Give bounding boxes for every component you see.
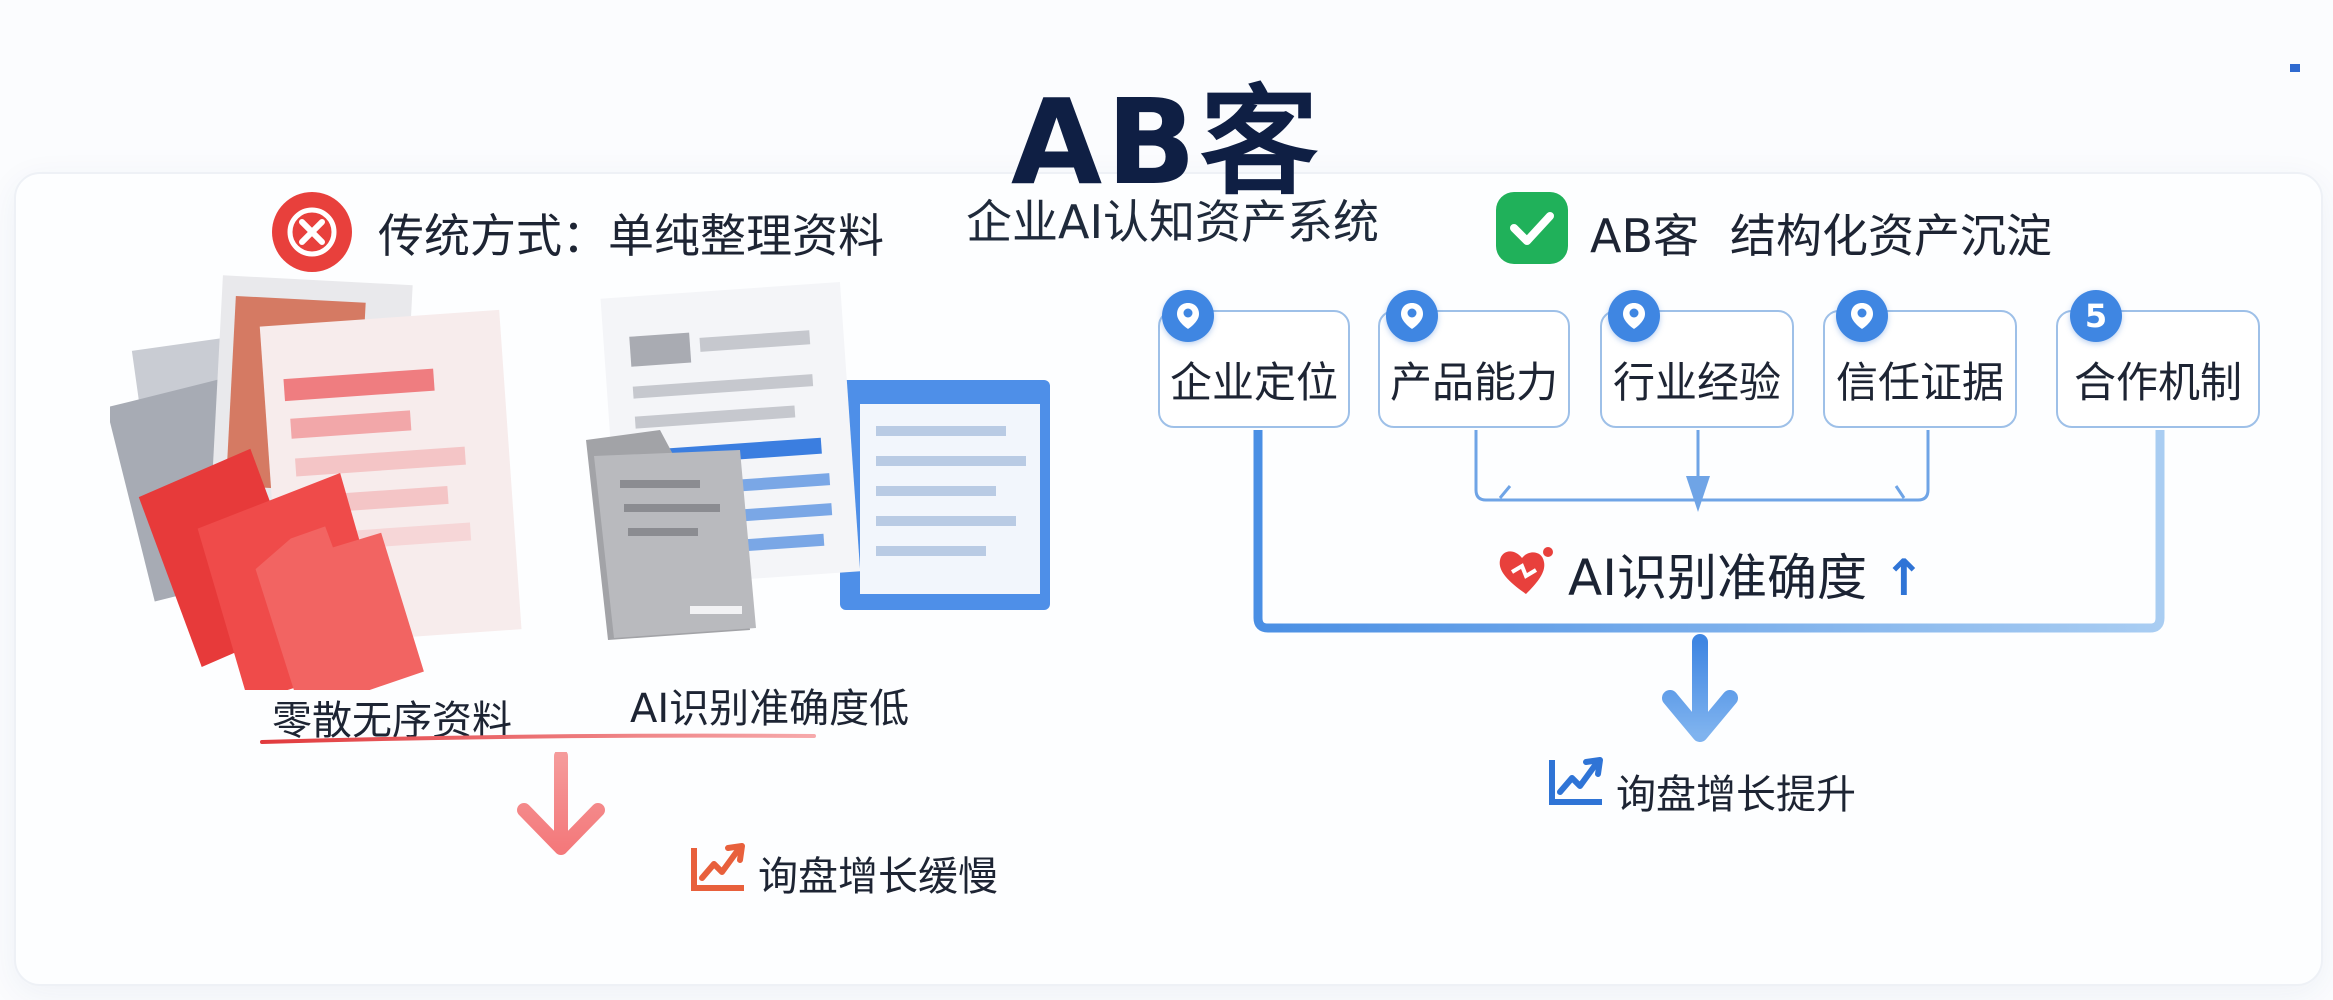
right-heading-text: 结构化资产沉淀 (1730, 209, 2052, 263)
growth-chart-icon (691, 843, 745, 891)
node-label: 信任证据 (1835, 358, 2004, 407)
location-pin-icon (1162, 290, 1214, 342)
node-product-capability: 产品能力 (1378, 310, 1570, 428)
red-underline (260, 733, 816, 744)
node-label: 合作机制 (2073, 358, 2242, 407)
left-outcome: 询盘增长缓慢 (758, 854, 998, 900)
growth-chart-icon (1549, 757, 1603, 805)
left-caption-accuracy: AI识别准确度低 (630, 686, 910, 732)
right-heading-brand: AB客 (1590, 209, 1700, 263)
heart-sparkle-icon (1499, 547, 1553, 594)
node-label: 行业经验 (1612, 358, 1781, 407)
node-label: 企业定位 (1169, 358, 1338, 407)
messy-files-illustration (110, 275, 522, 690)
number-badge: 5 (2070, 290, 2122, 342)
location-pin-icon (1608, 290, 1660, 342)
x-circle-icon (272, 192, 352, 272)
right-outcome: 询盘增长提升 (1616, 772, 1856, 818)
folder-documents-illustration (586, 281, 1050, 640)
page-title: AB客 (1010, 73, 1323, 211)
page-subtitle: 企业AI认知资产系统 (966, 195, 1380, 249)
corner-mark (2290, 64, 2300, 72)
node-industry-experience: 行业经验 (1600, 310, 1794, 428)
left-heading: 传统方式：单纯整理资料 (378, 209, 884, 263)
red-down-arrow-icon (517, 752, 605, 855)
node-label: 产品能力 (1389, 358, 1558, 407)
up-arrow-icon: ↑ (1882, 549, 1925, 607)
node-enterprise-positioning: 企业定位 (1158, 310, 1350, 428)
check-square-icon (1496, 192, 1568, 264)
location-pin-icon (1386, 290, 1438, 342)
node-trust-evidence: 信任证据 (1823, 310, 2017, 428)
ai-accuracy-label: AI识别准确度 ↑ (1568, 538, 1925, 610)
ai-accuracy-text: AI识别准确度 (1568, 549, 1867, 607)
location-pin-icon (1836, 290, 1888, 342)
